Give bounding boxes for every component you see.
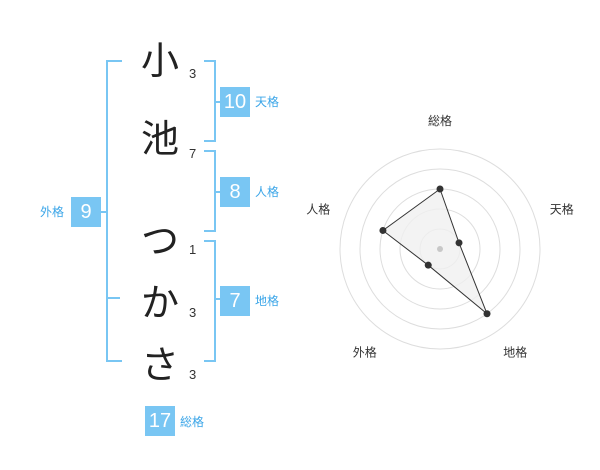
chikaku-label: 地格 [255,294,280,308]
jinkaku-value: 8 [220,177,250,207]
radar-axis-label-4: 外格 [353,345,377,360]
name-char-4: か [140,281,179,325]
radar-shape [382,188,488,315]
radar-point-4 [424,261,432,269]
name-char-3: つ [140,219,179,263]
stroke-count-5: 3 [189,367,197,382]
gaikaku-label: 外格 [40,205,65,219]
radar-grid-ring [339,148,541,350]
gaikaku-connector [100,211,106,213]
name-char-5: さ [140,343,179,387]
radar-point-3 [483,310,491,318]
tenkaku-label: 天格 [255,95,280,109]
tenkaku-value: 10 [220,87,250,117]
stroke-count-2: 7 [189,146,197,161]
stroke-count-4: 3 [189,305,197,320]
stroke-count-3: 1 [189,242,197,257]
gaikaku-bracket-tick [106,297,120,299]
radar-point-1 [436,185,444,193]
radar-center-dot [437,246,443,252]
chikaku-connector [214,298,220,300]
radar-axis-label-1: 総格 [428,113,452,128]
radar-point-5 [379,226,387,234]
gaikaku-bracket [106,60,122,362]
radar-axis-label-5: 人格 [306,201,330,216]
radar-point-2 [455,239,463,247]
jinkaku-label: 人格 [255,185,280,199]
chikaku-value: 7 [220,286,250,316]
chikaku-bracket [204,240,216,362]
radar-grid-ring [359,168,521,330]
soukaku-value: 17 [145,406,175,436]
jinkaku-connector [214,191,220,193]
gaikaku-value: 9 [71,197,101,227]
soukaku-label: 総格 [180,415,205,429]
stroke-count-1: 3 [189,66,197,81]
radar-axis-label-3: 地格 [503,345,527,360]
tenkaku-connector [214,101,220,103]
radar-axis-label-2: 天格 [550,201,574,216]
name-char-2: 池 [140,117,179,161]
name-char-1: 小 [140,39,179,83]
